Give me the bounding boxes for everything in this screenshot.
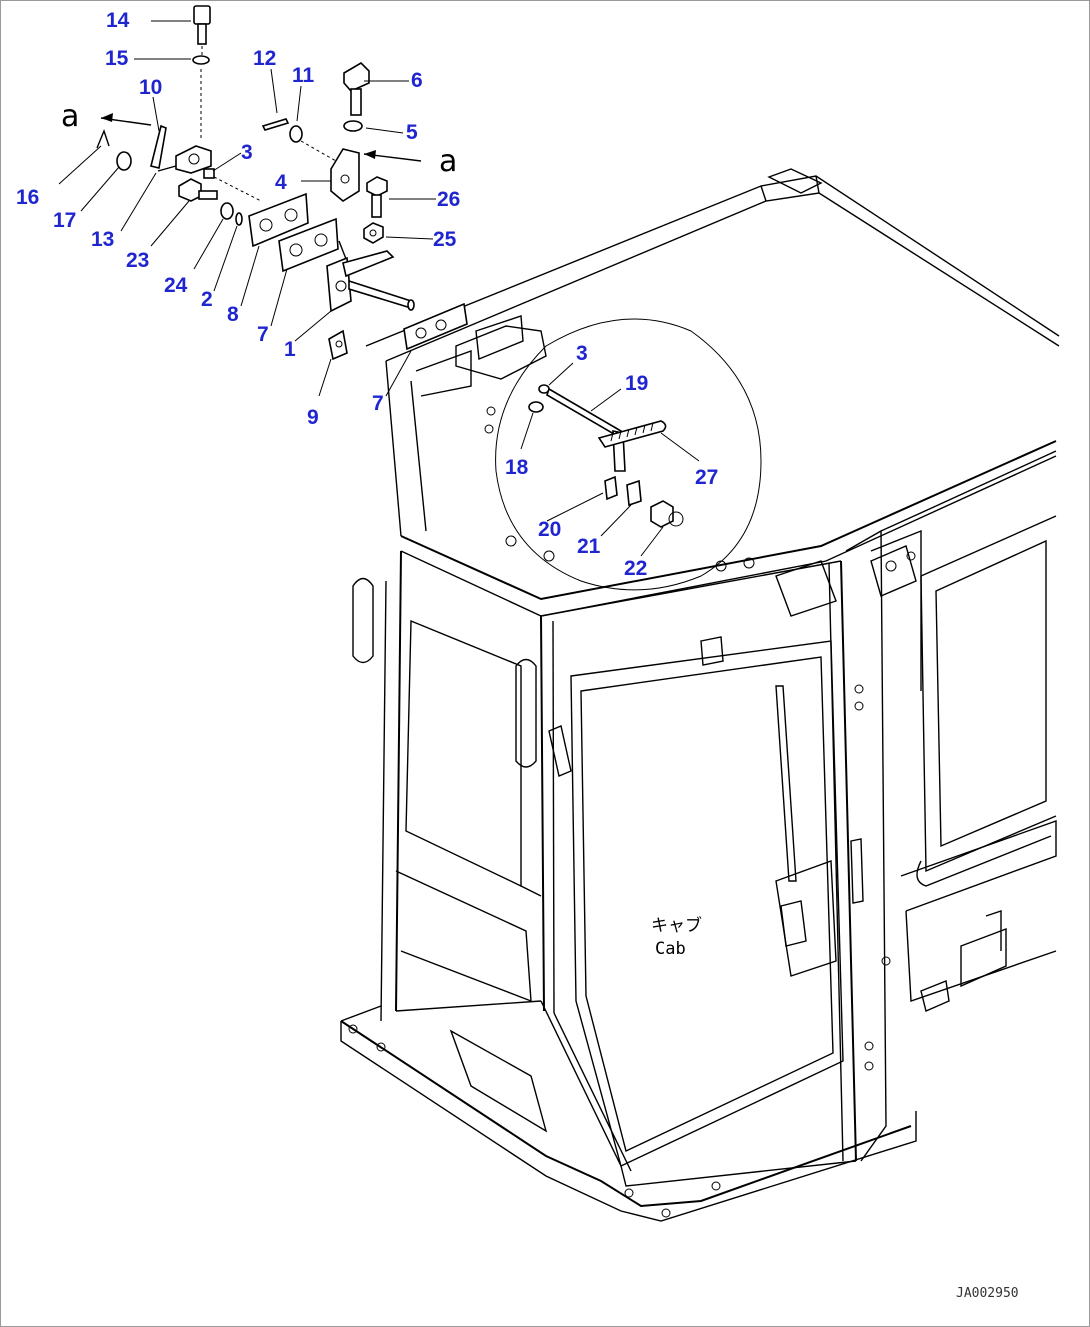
plate-8-icon (248, 192, 309, 248)
lever-10-icon (150, 124, 167, 169)
part-label: 23 (126, 249, 149, 272)
shim-7-lower-icon (403, 302, 468, 351)
part-label: 14 (106, 9, 130, 32)
washer-17-icon (116, 151, 132, 171)
part-label: 5 (406, 121, 418, 144)
pin-12-icon (261, 118, 290, 131)
bolt-22-icon (650, 500, 674, 528)
part-label: 4 (275, 171, 287, 194)
washer-24-icon (220, 202, 234, 220)
shim-7-upper-icon (278, 217, 339, 273)
view-arrow-a-label: a (439, 144, 457, 179)
bolt-26-shank-icon (371, 194, 382, 218)
part-label: 7 (257, 323, 269, 346)
part-label: 6 (411, 69, 423, 92)
part-label: 25 (433, 228, 457, 251)
part-label: 21 (577, 535, 601, 558)
part-label: 27 (695, 466, 718, 489)
part-label: 10 (139, 76, 162, 99)
part-label: 15 (105, 47, 129, 70)
washer-5-icon (343, 120, 363, 132)
bolt-14-icon (193, 5, 211, 25)
shaft-1-icon (348, 279, 412, 310)
reference-code: JA002950 (956, 1286, 1019, 1301)
part-label: 19 (625, 372, 648, 395)
part-label: 8 (227, 303, 239, 326)
bolt-6-shank-icon (350, 88, 362, 116)
detail-circle (495, 318, 762, 591)
part-label: 3 (576, 342, 588, 365)
bolt-3-icon (203, 168, 215, 179)
part-label: 12 (253, 47, 276, 70)
bracket-13-icon (175, 145, 212, 174)
cab-body (340, 168, 1060, 1222)
bolt-14-shank-icon (197, 23, 207, 45)
clip-20-icon (604, 475, 618, 501)
part-label: 17 (53, 209, 76, 232)
part-label: 22 (624, 557, 647, 580)
part-label: 26 (437, 188, 460, 211)
plate-21-icon (626, 479, 642, 507)
part-label: 3 (241, 141, 253, 164)
view-arrow-a-label: a (61, 99, 79, 134)
pin-18-icon (528, 401, 544, 413)
cab-label-jp: キャブ (651, 915, 702, 936)
bolt-23-shank-icon (198, 190, 218, 200)
cab-label-en: Cab (655, 939, 686, 959)
part-label: 24 (164, 274, 188, 297)
part-label: 2 (201, 288, 213, 311)
part-label: 13 (91, 228, 114, 251)
washer-2-icon (235, 212, 243, 226)
clip-16-icon (96, 128, 110, 149)
washer-15-icon (192, 55, 210, 65)
clamp-9-icon (328, 329, 348, 361)
bolt-23-icon (178, 178, 202, 202)
part-label: 16 (16, 186, 39, 209)
part-label: 7 (372, 392, 384, 415)
rod-19-icon (546, 387, 622, 439)
part-label: 20 (538, 518, 561, 541)
part-label: 9 (307, 406, 319, 429)
shaft-bracket-1-top-icon (342, 250, 395, 278)
callout-labels: 14 15 10 12 11 6 5 3 4 26 25 16 17 13 23… (16, 9, 718, 580)
nut-11-icon (289, 125, 303, 143)
nut-25-icon (363, 222, 384, 244)
part-label: 18 (505, 456, 529, 479)
part-label: 11 (292, 64, 315, 87)
bolt-26-icon (366, 176, 388, 197)
bolt-6-icon (343, 61, 370, 92)
spring-27-icon (597, 420, 667, 448)
part-label: 1 (284, 338, 296, 361)
exploded-parts (58, 5, 700, 557)
